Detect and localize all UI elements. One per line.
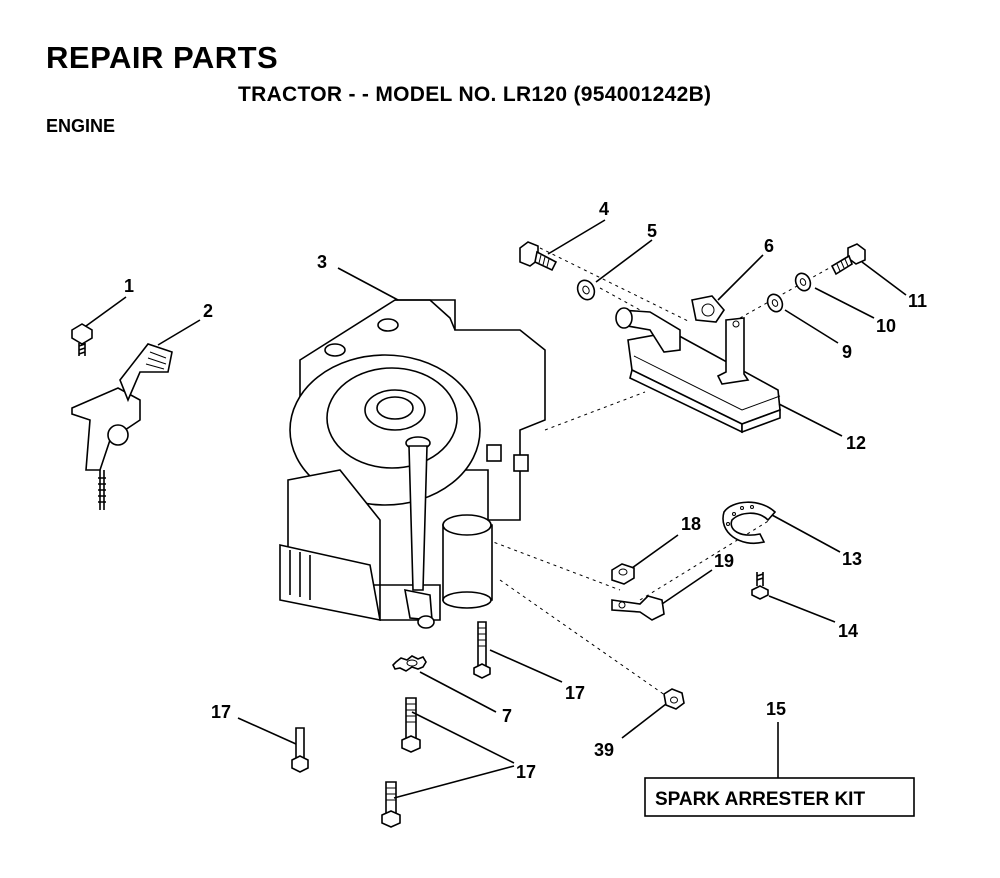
part-11-bolt <box>830 243 866 276</box>
part-39-nut <box>663 688 685 710</box>
part-17-bolt-c <box>401 697 421 753</box>
callout-9: 9 <box>842 342 852 362</box>
part-17-bolt-b <box>291 727 309 773</box>
part-5-washer <box>576 279 596 301</box>
spark-arrester-kit-box: SPARK ARRESTER KIT <box>644 777 915 817</box>
page-title: REPAIR PARTS <box>46 40 279 75</box>
part-9-lockwasher <box>766 293 784 313</box>
callout-7: 7 <box>502 706 512 726</box>
callout-39: 39 <box>594 740 614 760</box>
part-12-muffler <box>615 307 781 434</box>
callout-2: 2 <box>203 301 213 321</box>
assembly-lines <box>487 247 841 701</box>
part-17-bolt-d <box>381 781 401 828</box>
section-heading: ENGINE <box>46 116 116 136</box>
callout-17-b: 17 <box>211 702 231 722</box>
part-17-bolt-a <box>473 621 491 679</box>
callout-12: 12 <box>846 433 866 453</box>
part-19-clamp <box>611 595 665 621</box>
callout-4: 4 <box>599 199 609 219</box>
leader-lines <box>85 219 907 799</box>
part-14-screw <box>751 572 769 600</box>
part-13-spark-arrester-screen <box>722 501 777 545</box>
part-7-star-washer <box>392 655 427 672</box>
part-6-gasket <box>691 295 726 323</box>
spark-arrester-kit-label: SPARK ARRESTER KIT <box>655 789 865 810</box>
part-4-bolt <box>519 241 558 272</box>
callout-labels: 1 2 3 4 5 6 11 10 9 12 13 14 18 19 17 7 … <box>124 199 927 782</box>
callout-19: 19 <box>714 551 734 571</box>
callout-10: 10 <box>876 316 896 336</box>
callout-14: 14 <box>838 621 858 641</box>
callout-1: 1 <box>124 276 134 296</box>
part-2-throttle-control <box>71 343 173 510</box>
callout-17-c: 17 <box>516 762 536 782</box>
callout-11: 11 <box>908 291 927 311</box>
callout-3: 3 <box>317 252 327 272</box>
part-1-screw <box>71 323 93 356</box>
callout-17-a: 17 <box>565 683 585 703</box>
part-3-engine <box>279 299 546 629</box>
callout-13: 13 <box>842 549 862 569</box>
part-18-nut <box>611 563 635 585</box>
callout-5: 5 <box>647 221 657 241</box>
part-10-washer <box>794 272 812 292</box>
callout-15: 15 <box>766 699 786 719</box>
callout-18: 18 <box>681 514 701 534</box>
model-subtitle: TRACTOR - - MODEL NO. LR120 (954001242B) <box>238 83 712 106</box>
callout-6: 6 <box>764 236 774 256</box>
